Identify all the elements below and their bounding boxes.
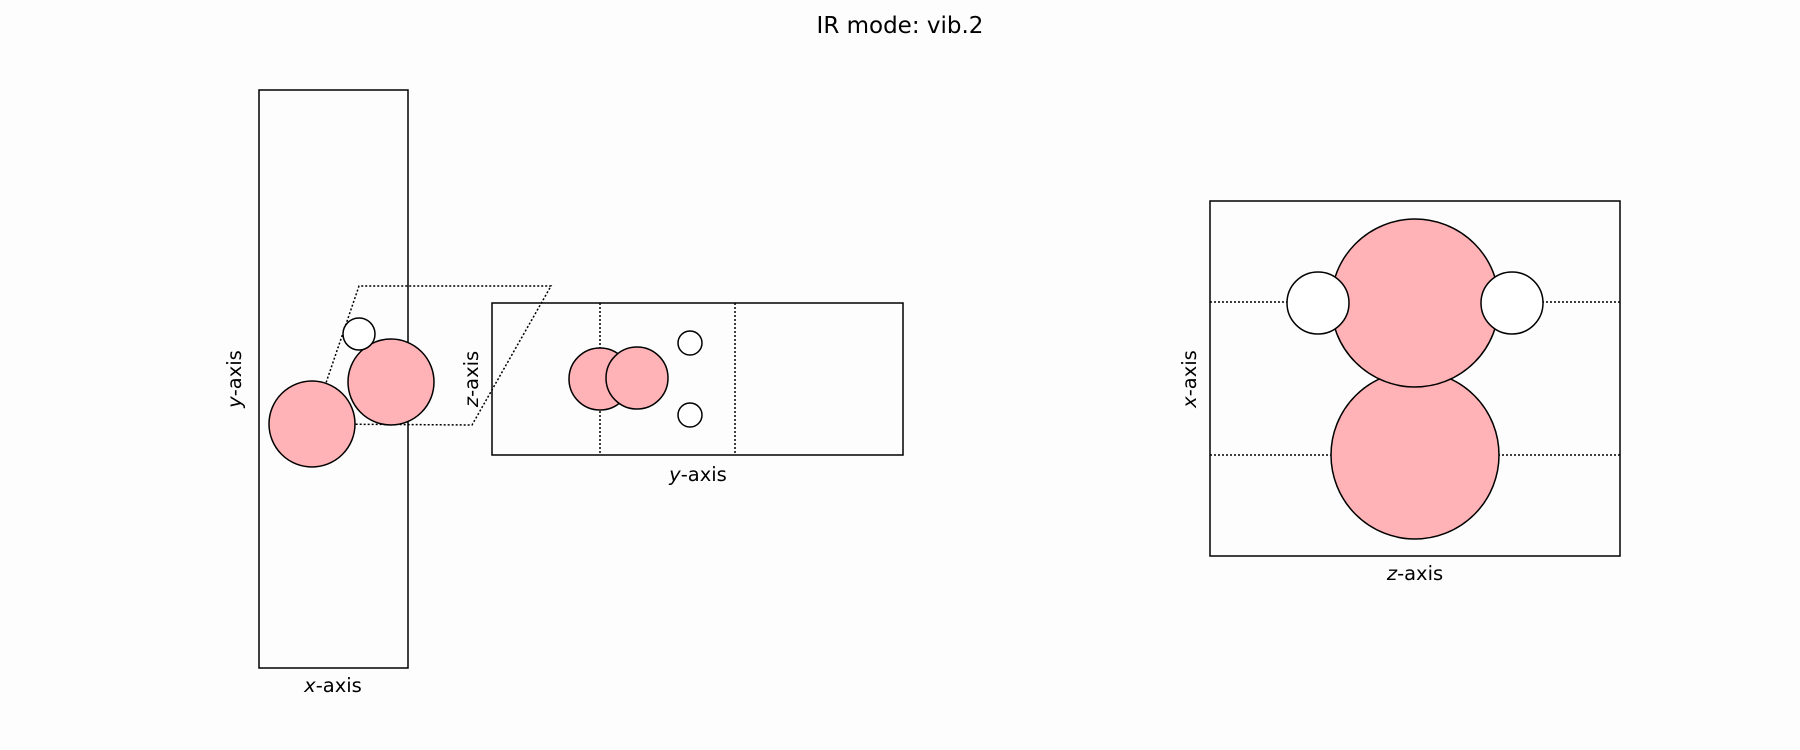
heavy-atom: [1330, 370, 1500, 540]
z-axis-label: z-axis: [460, 351, 483, 408]
heavy-atom: [1330, 218, 1500, 388]
panel-yz-frame: [491, 302, 904, 456]
heavy-atom: [268, 380, 356, 468]
panel-zx-frame: [1209, 200, 1621, 557]
panel-yz-projection: y-axis z-axis: [460, 302, 904, 486]
panel-zx-projection: z-axis x-axis: [1178, 200, 1621, 585]
z-axis-label: z-axis: [1386, 562, 1443, 585]
light-atom: [1286, 271, 1350, 335]
heavy-atom: [347, 338, 435, 426]
light-atom: [677, 330, 703, 356]
heavy-atom: [605, 346, 669, 410]
light-atom: [342, 317, 376, 351]
light-atom: [677, 402, 703, 428]
x-axis-label: x-axis: [303, 674, 362, 697]
y-axis-label: y-axis: [668, 463, 727, 486]
panel-xy-projection: x-axis y-axis: [223, 89, 553, 697]
x-axis-label: x-axis: [1178, 350, 1201, 409]
light-atom: [1480, 271, 1544, 335]
y-axis-label: y-axis: [223, 350, 246, 409]
figure-title: IR mode: vib.2: [817, 13, 984, 39]
